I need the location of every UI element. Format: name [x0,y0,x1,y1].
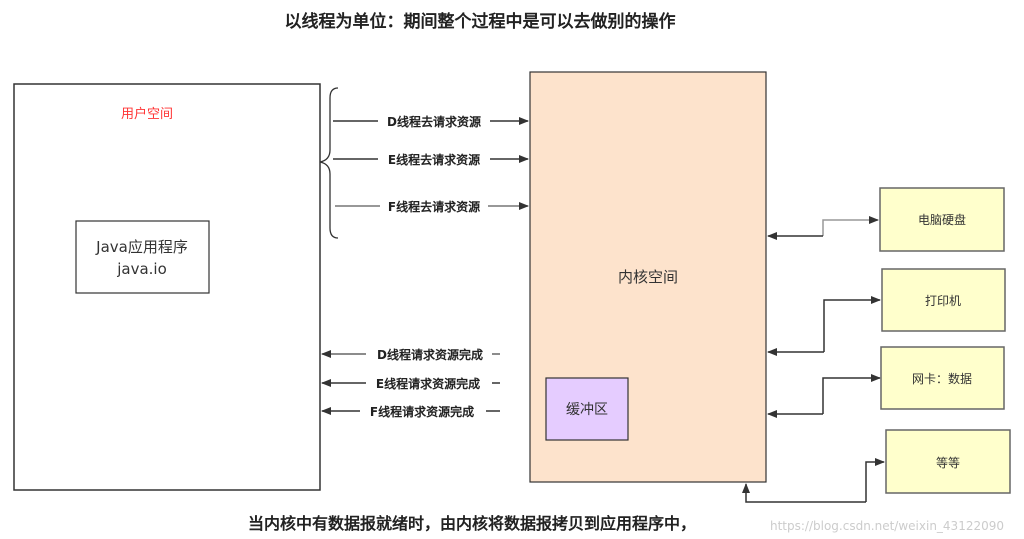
request-label-e: E线程去请求资源 [388,152,480,167]
etc-connector [865,458,885,502]
buffer-label: 缓冲区 [566,402,608,418]
completion-label-f: F线程请求资源完成 [370,404,474,419]
device-nic-box [880,346,1005,410]
brace [319,87,339,239]
diagram-title: 以线程为单位：期间整个过程中是可以去做别的操作 [285,11,676,32]
completion-label-e: E线程请求资源完成 [376,376,480,391]
footer-caption: 当内核中有数据报就绪时，由内核将数据报拷贝到应用程序中， [248,514,696,533]
completion-label-d: D线程请求资源完成 [377,347,483,362]
java-app-box [75,220,210,294]
device-printer-box [881,268,1006,332]
device-etc-label: 等等 [936,456,960,470]
device-etc-box [885,429,1011,494]
disk-connector [822,216,879,236]
nic-connector [822,374,881,414]
kernel-space-label: 内核空间 [618,268,678,286]
device-disk-label: 电脑硬盘 [918,212,966,227]
request-label-d: D线程去请求资源 [387,114,481,129]
device-nic-label: 网卡：数据 [912,371,972,386]
java-io-label: java.io [116,260,167,278]
buffer-box [545,377,629,441]
watermark: https://blog.csdn.net/weixin_43122090 [770,519,1004,533]
device-disk-box [879,187,1005,252]
printer-connector [823,296,881,352]
device-printer-label: 打印机 [925,294,961,308]
request-label-f: F线程去请求资源 [388,199,480,214]
java-app-label: Java应用程序 [95,238,188,256]
user-space-label: 用户空间 [121,106,173,122]
